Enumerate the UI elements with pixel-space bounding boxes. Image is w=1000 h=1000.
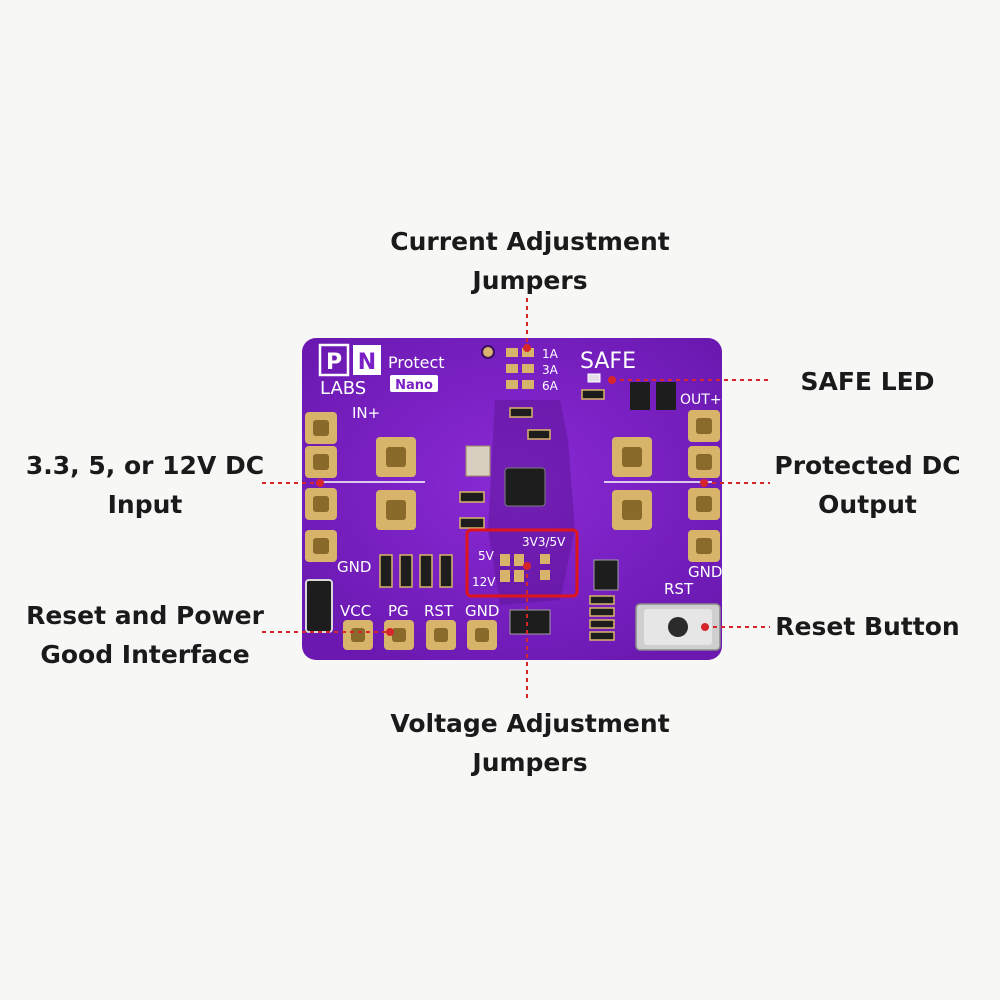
dot-voltage — [523, 562, 531, 570]
callout-reset-button: Reset Button — [770, 607, 965, 646]
callout-voltage-line1: Voltage Adjustment — [390, 709, 670, 738]
product-name: Protect — [388, 353, 445, 372]
dot-input — [316, 479, 324, 487]
callout-input: 3.3, 5, or 12V DC Input — [20, 446, 270, 524]
edge-transistor — [305, 579, 333, 633]
bottom-transistor — [509, 609, 551, 635]
input-edge-pads — [305, 412, 337, 562]
callout-current-line1: Current Adjustment — [390, 227, 670, 256]
v-3v3-label: 3V3/5V — [522, 535, 566, 549]
safe-diode-2 — [656, 382, 676, 410]
logo-p-text: P — [326, 350, 342, 375]
callout-current-jumpers: Current Adjustment Jumpers — [330, 222, 730, 300]
in-plus-label: IN+ — [352, 404, 380, 422]
gnd-right-label: GND — [688, 563, 722, 581]
safe-led — [587, 373, 601, 383]
v-12v-label: 12V — [472, 575, 496, 589]
variant-box — [390, 375, 438, 392]
logo-labs-text: LABS — [320, 378, 366, 399]
dot-output — [700, 479, 708, 487]
current-opt-6a: 6A — [542, 379, 559, 393]
callout-current-line2: Jumpers — [472, 266, 588, 295]
callout-reset-button-line1: Reset Button — [775, 612, 960, 641]
mounting-hole — [481, 345, 495, 359]
small-cap-2 — [459, 517, 485, 529]
callout-input-line1: 3.3, 5, or 12V DC — [25, 451, 265, 480]
output-inner-pads — [612, 437, 652, 530]
main-ic — [504, 467, 546, 507]
dot-safe — [608, 376, 616, 384]
v-5v-label: 5V — [478, 549, 495, 563]
small-cap-3 — [527, 429, 551, 440]
callout-output: Protected DC Output — [760, 446, 975, 524]
safe-resistor — [581, 389, 605, 400]
callout-safe-led: SAFE LED — [780, 362, 955, 401]
output-edge-pads — [688, 410, 720, 562]
callout-voltage-line2: Jumpers — [472, 748, 588, 777]
callout-output-line1: Protected DC — [774, 451, 961, 480]
out-plus-label: OUT+ — [680, 392, 722, 408]
resistor-array — [379, 554, 453, 588]
pin-label-pg: PG — [388, 602, 409, 620]
safe-diode-1 — [630, 382, 650, 410]
pin-label-gnd: GND — [465, 602, 499, 620]
callout-input-line2: Input — [107, 490, 183, 519]
small-cap-4 — [509, 407, 533, 418]
callout-voltage-jumpers: Voltage Adjustment Jumpers — [330, 704, 730, 782]
callout-reset-pg-line2: Good Interface — [40, 640, 250, 669]
rst-label: RST — [664, 580, 694, 598]
small-cap-1 — [459, 491, 485, 503]
capacitor-tall — [465, 445, 491, 477]
reset-button — [635, 603, 721, 651]
current-jumpers — [506, 348, 534, 389]
pin-label-rst: RST — [424, 602, 454, 620]
resistor-stack — [589, 595, 615, 641]
dot-reset-btn — [701, 623, 709, 631]
dot-reset-pg — [386, 628, 394, 636]
callout-output-line2: Output — [818, 490, 917, 519]
logo-n-text: N — [358, 350, 376, 375]
current-opt-3a: 3A — [542, 363, 559, 377]
logo-p-box — [318, 343, 350, 377]
callout-reset-pg: Reset and Power Good Interface — [20, 596, 270, 674]
safe-silk: SAFE — [580, 349, 636, 374]
logo-n-box — [353, 345, 381, 375]
gnd-left-label: GND — [337, 558, 371, 576]
input-inner-pads — [376, 437, 416, 530]
variant-text: Nano — [395, 378, 433, 393]
voltage-jumper-highlight — [465, 528, 579, 598]
callout-safe-line1: SAFE LED — [800, 367, 935, 396]
current-opt-1a: 1A — [542, 347, 559, 361]
dot-current — [523, 344, 531, 352]
right-transistor — [593, 559, 619, 591]
pin-label-vcc: VCC — [340, 602, 371, 620]
callout-reset-pg-line1: Reset and Power — [26, 601, 264, 630]
voltage-jumper-pads — [500, 554, 550, 582]
